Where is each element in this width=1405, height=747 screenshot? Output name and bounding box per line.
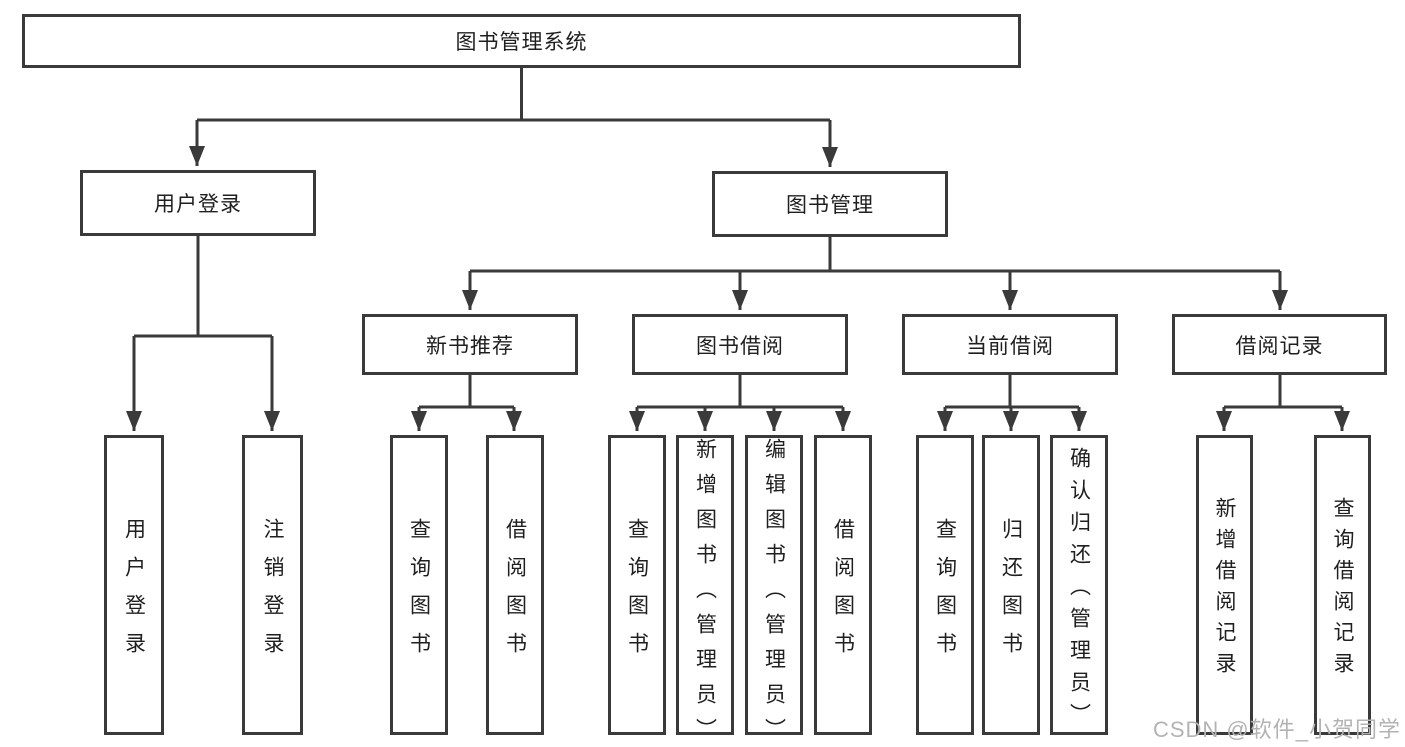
leaf-add-borrow-record-label: 新增借阅记录 (1213, 497, 1236, 683)
node-current-borrow-label: 当前借阅 (966, 334, 1054, 358)
leaf-return-book-label: 归还图书 (999, 517, 1023, 670)
leaf-query-book-current-label: 查询图书 (933, 517, 957, 670)
leaf-logout: 注销登录 (242, 435, 303, 735)
node-book-borrow: 图书借阅 (632, 314, 848, 375)
leaf-edit-book-admin-label: 编辑图书（管理员） (762, 438, 786, 747)
node-user-login: 用户登录 (80, 170, 316, 236)
node-book-management-label: 图书管理 (786, 194, 874, 217)
leaf-return-book: 归还图书 (982, 435, 1040, 735)
leaf-query-borrow-record: 查询借阅记录 (1314, 435, 1371, 735)
node-book-borrow-label: 图书借阅 (696, 334, 784, 358)
leaf-query-book-borrow: 查询图书 (608, 435, 666, 735)
leaf-user-login-label: 用户登录 (122, 517, 146, 670)
leaf-edit-book-admin: 编辑图书（管理员） (745, 435, 803, 747)
leaf-borrow-book-recommend-label: 借阅图书 (503, 517, 527, 670)
leaf-confirm-return-admin-label: 确认归还（管理员） (1067, 446, 1091, 735)
leaf-add-book-admin: 新增图书（管理员） (676, 435, 734, 747)
node-borrow-records-label: 借阅记录 (1235, 334, 1324, 358)
node-current-borrow: 当前借阅 (902, 314, 1118, 375)
leaf-borrow-book: 借阅图书 (814, 435, 872, 735)
leaf-query-book-recommend: 查询图书 (390, 435, 448, 735)
leaf-query-book-recommend-label: 查询图书 (407, 517, 431, 670)
node-book-management: 图书管理 (712, 171, 948, 237)
node-new-book-recommend-label: 新书推荐 (426, 334, 514, 358)
leaf-confirm-return-admin: 确认归还（管理员） (1050, 435, 1108, 735)
node-user-login-label: 用户登录 (154, 193, 242, 216)
leaf-borrow-book-recommend: 借阅图书 (486, 435, 544, 735)
leaf-add-book-admin-label: 新增图书（管理员） (693, 438, 717, 747)
node-library-system-label: 图书管理系统 (455, 31, 588, 54)
leaf-borrow-book-label: 借阅图书 (831, 517, 855, 670)
leaf-query-book-current: 查询图书 (916, 435, 974, 735)
node-new-book-recommend: 新书推荐 (362, 314, 578, 375)
node-library-system: 图书管理系统 (22, 14, 1021, 68)
leaf-query-borrow-record-label: 查询借阅记录 (1331, 497, 1354, 683)
node-borrow-records: 借阅记录 (1172, 314, 1387, 375)
leaf-logout-label: 注销登录 (261, 517, 284, 670)
leaf-add-borrow-record: 新增借阅记录 (1196, 435, 1253, 735)
leaf-user-login: 用户登录 (104, 435, 164, 735)
csdn-watermark: CSDN @软件_小贺同学 (1152, 717, 1401, 742)
leaf-query-book-borrow-label: 查询图书 (625, 517, 649, 670)
